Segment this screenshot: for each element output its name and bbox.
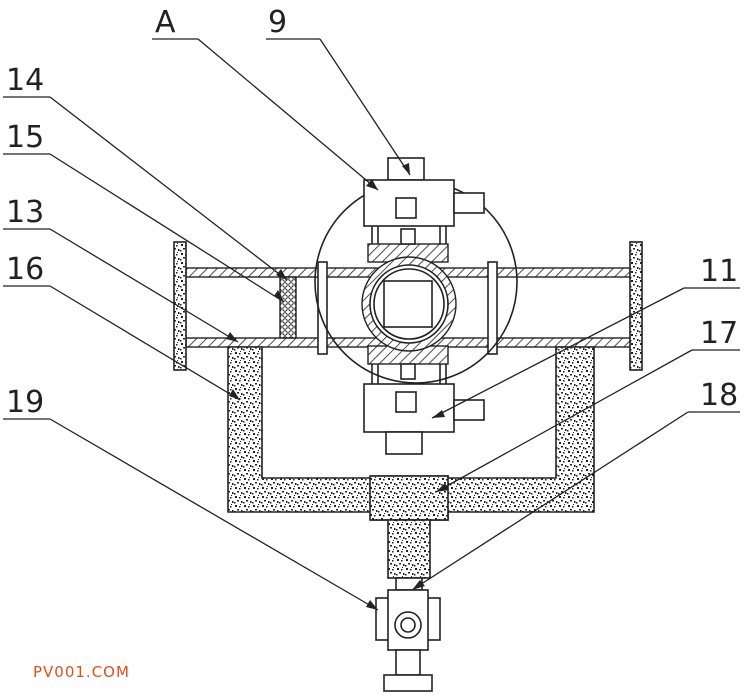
label-16: 16 xyxy=(6,252,44,287)
label-18: 18 xyxy=(700,378,738,413)
drain-stem xyxy=(387,519,431,579)
label-13: 13 xyxy=(6,195,44,230)
center-square xyxy=(383,280,433,328)
center-junction xyxy=(369,475,449,521)
left-flange xyxy=(173,241,187,371)
label-17: 17 xyxy=(700,316,738,351)
upper-screw xyxy=(400,228,416,245)
watermark: PV001.COM xyxy=(33,663,130,681)
label-11: 11 xyxy=(700,254,738,289)
filter-mesh xyxy=(279,276,297,339)
label-9: 9 xyxy=(268,5,287,40)
right-flange xyxy=(629,241,643,371)
label-A: A xyxy=(155,5,176,40)
lower-screw xyxy=(400,363,416,380)
bottom-actuator xyxy=(363,383,485,455)
label-14: 14 xyxy=(6,63,44,98)
drain-valve xyxy=(375,577,441,692)
label-19: 19 xyxy=(6,385,44,420)
label-15: 15 xyxy=(6,120,44,155)
top-actuator xyxy=(363,157,485,227)
leader-lines xyxy=(3,38,740,611)
inner-sleeve-edge xyxy=(373,268,445,340)
arrow-heads xyxy=(226,163,449,610)
